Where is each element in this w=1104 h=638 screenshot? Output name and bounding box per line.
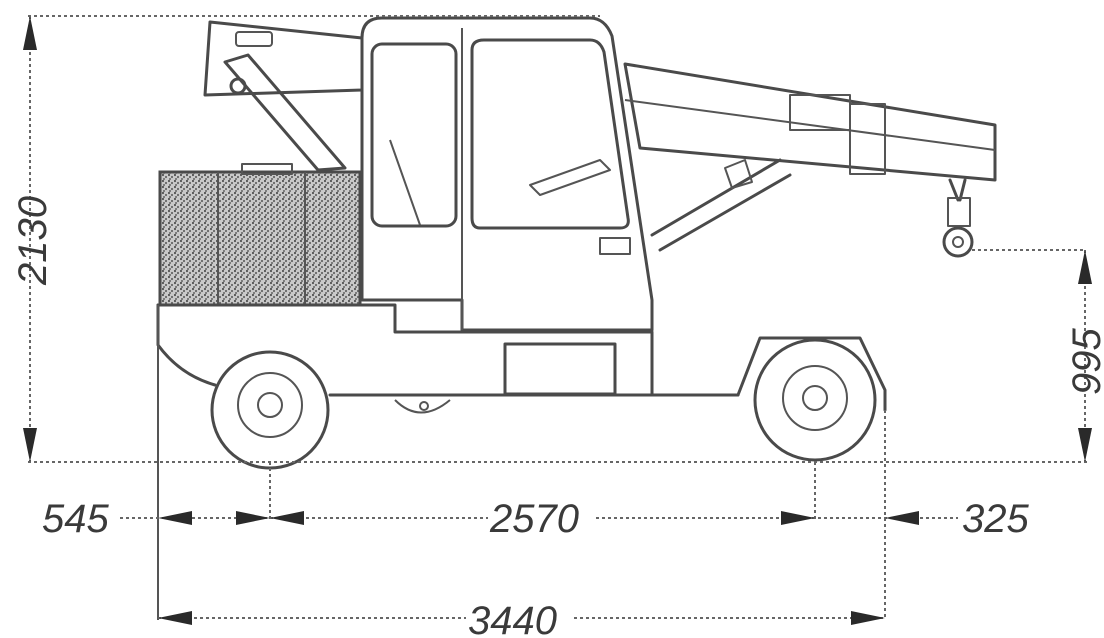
label-total-height: 2130 — [11, 196, 55, 286]
hook-block — [942, 178, 974, 258]
front-wheel — [210, 350, 330, 470]
label-wheelbase: 2570 — [489, 497, 579, 541]
cab — [360, 16, 654, 332]
dimension-lines — [23, 15, 1092, 625]
engine-housing — [158, 163, 362, 307]
label-front-overhang: 545 — [42, 497, 109, 541]
crane-body — [156, 16, 997, 620]
rear-wheel — [753, 338, 877, 462]
label-hook-height: 995 — [1065, 328, 1104, 395]
label-total-length: 3440 — [468, 599, 557, 638]
luffing-cylinder — [223, 53, 792, 252]
label-rear-overhang: 325 — [962, 497, 1029, 541]
chassis — [156, 303, 887, 620]
